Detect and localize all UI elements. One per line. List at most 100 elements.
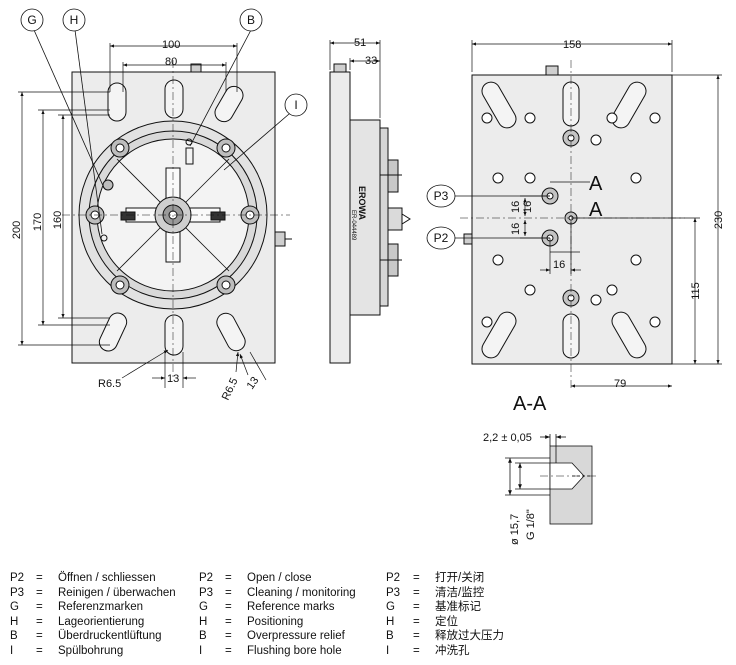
dim-100: 100 [162, 39, 180, 51]
legend-row: B = Überdruckentlüftung [10, 629, 176, 644]
legend-code: B [10, 630, 18, 643]
legend-eq: = [225, 601, 232, 614]
legend-row: H = 定位 [386, 615, 504, 630]
legend-code: P2 [199, 572, 214, 584]
dim-diameter: ø 15,7 [509, 514, 521, 545]
legend-code: G [199, 601, 208, 614]
legend-code: I [10, 644, 14, 657]
legend-row: G = Referenzmarken [10, 600, 176, 615]
section-mark-a-1: A [589, 173, 603, 195]
legend-eq: = [36, 586, 43, 599]
legend-eq: = [413, 601, 420, 614]
dim-200: 200 [11, 221, 23, 239]
legend-row: H=Positioning [199, 615, 356, 630]
legend-text: 冲洗孔 [435, 644, 470, 657]
legend-code: I [199, 644, 203, 657]
dim-80: 80 [165, 56, 177, 68]
legend-code: H [386, 615, 395, 628]
dim-depth: 2,2 ± 0,05 [483, 432, 532, 444]
legend-eq: = [36, 601, 43, 614]
legend-code: G [10, 601, 19, 614]
legend-eq: = [36, 572, 43, 584]
legend-row: P2=Open / close [199, 571, 356, 586]
legend-text: Reinigen / überwachen [58, 586, 176, 599]
callout-i: I [294, 98, 297, 112]
legend-row: I = Spülbohrung [10, 644, 176, 659]
legend-eq: = [413, 644, 420, 657]
legend-eq: = [413, 615, 420, 628]
legend-code: H [199, 615, 208, 628]
legend-text: Referenzmarken [58, 601, 144, 614]
legend-row: P3 = Reinigen / überwachen [10, 586, 176, 601]
dim-16-d: 16 [553, 259, 565, 271]
legend-code: G [386, 601, 395, 614]
legend-row: H = Lageorientierung [10, 615, 176, 630]
legend-row: I = 冲洗孔 [386, 644, 504, 659]
legend-eq: = [225, 586, 232, 599]
dim-thread: G 1/8" [525, 509, 537, 540]
legend-row: P2 = Öffnen / schliessen [10, 571, 176, 586]
dim-r65-left: R6.5 [98, 378, 121, 390]
legend-code: I [386, 644, 390, 657]
section-title: A-A [513, 393, 547, 415]
dim-51: 51 [354, 37, 366, 49]
section-detail [505, 434, 598, 525]
legend-eq: = [36, 644, 43, 657]
legend-text: Überdruckentlüftung [58, 630, 162, 643]
legend-text: 基准标记 [435, 601, 481, 614]
legend-eq: = [413, 586, 420, 599]
legend-text: Overpressure relief [247, 630, 345, 643]
side-model-label: ER-044489 [350, 210, 356, 241]
dim-115: 115 [690, 282, 702, 300]
dim-158: 158 [563, 39, 581, 51]
legend-eq: = [36, 615, 43, 628]
callout-h: H [70, 13, 79, 27]
dim-170: 170 [32, 213, 44, 231]
legend-row: I=Flushing bore hole [199, 644, 356, 659]
legend-code: P3 [199, 586, 214, 599]
legend-eq: = [413, 572, 420, 584]
dim-16-a: 16 [510, 201, 522, 213]
legend-text: Spülbohrung [58, 644, 124, 657]
legend-row: B=Overpressure relief [199, 629, 356, 644]
section-mark-a-2: A [589, 199, 603, 221]
side-brand-label: EROWA [357, 186, 367, 221]
legend-text: Positioning [247, 615, 304, 628]
legend-code: P2 [386, 572, 401, 584]
callout-b: B [247, 13, 255, 27]
technical-drawing: 100 80 200 170 160 R6.5 13 R6.5 13 G H B… [11, 8, 725, 545]
dim-16-c: 16 [510, 223, 522, 235]
dim-13-left: 13 [167, 373, 179, 385]
legend-eq: = [225, 572, 232, 584]
front-view [62, 60, 292, 380]
legend-text: Lageorientierung [58, 615, 145, 628]
legend-code: P3 [386, 586, 401, 599]
callout-g: G [27, 13, 36, 27]
callout-p3: P3 [434, 189, 449, 203]
legend-row: P3 = Cleaning / monitoring [199, 586, 356, 601]
legend-code: H [10, 615, 19, 628]
callout-p2: P2 [434, 231, 449, 245]
legend-code: P3 [10, 586, 25, 599]
legend-text: 释放过大压力 [435, 630, 504, 643]
legend-text: 打开/关闭 [435, 572, 485, 584]
legend-text: 清洁/监控 [435, 586, 485, 599]
legend-eq: = [36, 630, 43, 643]
legend-code: P2 [10, 572, 25, 584]
legend-text: 定位 [435, 615, 458, 628]
dim-13-right: 13 [245, 375, 262, 392]
dim-160: 160 [52, 211, 64, 229]
dim-r65-right: R6.5 [220, 376, 241, 402]
legend-row: B=释放过大压力 [386, 629, 504, 644]
dim-16-b: 16 [522, 201, 534, 213]
dim-79: 79 [614, 378, 626, 390]
legend-text: Flushing bore hole [247, 644, 342, 657]
legend-row: P2 = 打开/关闭 [386, 571, 504, 586]
legend-text: Cleaning / monitoring [247, 586, 356, 599]
rear-view [460, 60, 685, 390]
legend-eq: = [413, 630, 420, 643]
legend-text: Öffnen / schliessen [58, 572, 156, 584]
